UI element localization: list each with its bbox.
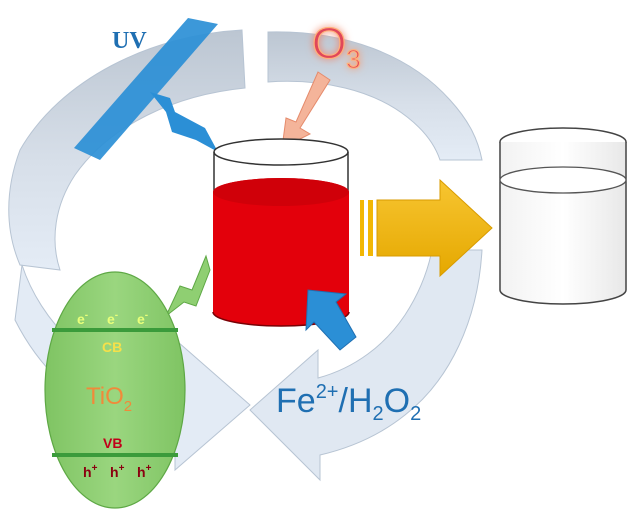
uv-light-beam: UV bbox=[74, 18, 218, 160]
electron-labels: e- e- e- bbox=[77, 310, 148, 327]
photocatalyst-lightning-icon bbox=[165, 254, 211, 317]
ozone-label: O3 bbox=[312, 19, 361, 74]
clean-water-surface bbox=[499, 166, 627, 194]
tio2-label: TiO2 bbox=[86, 383, 132, 415]
recirculation-cycle-arrow bbox=[8, 29, 483, 482]
uv-beam-band bbox=[74, 18, 218, 160]
ozone-input: O3 bbox=[281, 18, 361, 149]
cycle-arrow-top-left bbox=[8, 29, 246, 271]
fenton-arrow bbox=[305, 289, 357, 351]
ozone-arrow bbox=[281, 71, 331, 149]
fenton-input: Fe2+/H2O2 bbox=[276, 289, 421, 425]
electron-3: e- bbox=[137, 310, 148, 327]
tio2-photocatalyst: e- e- e- CB TiO2 VB h+ h+ h+ bbox=[44, 254, 211, 509]
reactor-red-liquid bbox=[213, 178, 349, 326]
fenton-reagent-label: Fe2+/H2O2 bbox=[276, 381, 421, 425]
electron-2: e- bbox=[107, 310, 118, 327]
reactor-vessel bbox=[212, 138, 350, 327]
ozone-label-subscript: 3 bbox=[346, 44, 360, 74]
ozone-label-main: O bbox=[312, 19, 346, 68]
uv-label: UV bbox=[112, 28, 147, 54]
conduction-band-label: CB bbox=[102, 339, 122, 355]
treated-water-beaker bbox=[499, 127, 627, 305]
cycle-arrow-bottom-right bbox=[249, 249, 483, 482]
hole-1: h+ bbox=[83, 463, 98, 480]
cycle-arrow-top-right bbox=[267, 31, 483, 161]
valence-band-label: VB bbox=[103, 435, 122, 451]
hole-labels: h+ h+ h+ bbox=[83, 463, 152, 480]
hole-3: h+ bbox=[137, 463, 152, 480]
outflow-arrow bbox=[360, 178, 493, 278]
reactor-rim bbox=[213, 138, 349, 166]
electron-1: e- bbox=[77, 310, 88, 327]
hole-2: h+ bbox=[110, 463, 125, 480]
uv-lightning-bolt-icon bbox=[150, 92, 218, 152]
